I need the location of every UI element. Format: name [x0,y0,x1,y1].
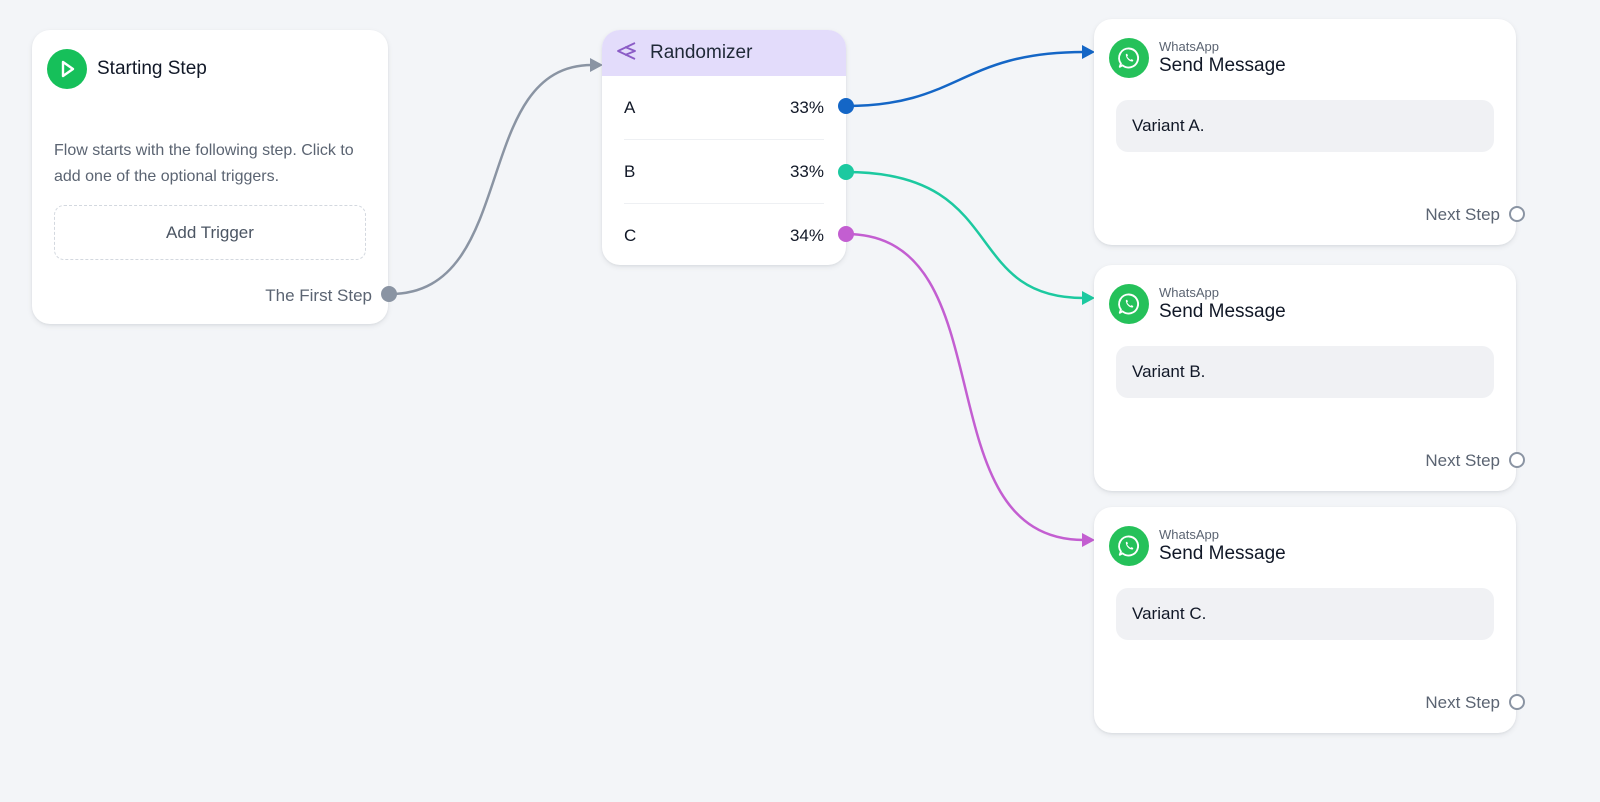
message-c-next-port[interactable] [1509,694,1525,710]
first-step-output-label: The First Step [265,286,372,305]
branch-label: A [624,97,636,117]
start-output-port[interactable] [381,286,397,302]
starting-step-description: Flow starts with the following step. Cli… [54,142,354,185]
branch-percent: 33% [789,161,824,181]
branch-label: B [624,161,636,181]
next-step-label: Next Step [1425,451,1500,470]
message-b-next-port[interactable] [1509,452,1525,468]
message-channel: WhatsApp [1159,39,1219,54]
message-title: Send Message [1159,543,1286,564]
message-a-next-port[interactable] [1509,206,1525,222]
send-message-node-a[interactable]: WhatsApp Send Message Variant A. Next St… [1094,19,1516,245]
add-trigger-button[interactable]: Add Trigger [54,205,366,260]
message-channel: WhatsApp [1159,285,1219,300]
next-step-label: Next Step [1425,205,1500,224]
connector-branch-a [845,50,1085,108]
branch-b-output-port[interactable] [838,164,854,180]
message-title: Send Message [1159,55,1286,76]
whatsapp-icon [1109,284,1149,324]
randomizer-branch-c[interactable]: C 34% [624,204,824,267]
randomizer-branch-b[interactable]: B 33% [624,140,824,204]
starting-step-title: Starting Step [97,58,207,79]
message-title: Send Message [1159,301,1286,322]
message-header: WhatsApp Send Message [1109,38,1286,78]
message-text-box[interactable]: Variant A. [1116,100,1494,152]
play-icon [47,49,87,89]
connector-start-to-randomizer [389,63,593,296]
message-header: WhatsApp Send Message [1109,526,1286,566]
next-step-label: Next Step [1425,693,1500,712]
starting-step-node[interactable]: Starting Step Flow starts with the follo… [32,30,388,324]
whatsapp-icon [1109,38,1149,78]
branch-label: C [624,225,637,245]
randomizer-title: Randomizer [650,42,753,63]
connector-branch-c [845,232,1085,542]
branch-a-output-port[interactable] [838,98,854,114]
randomizer-branch-a[interactable]: A 33% [624,76,824,140]
randomize-icon [613,40,639,67]
message-text-box[interactable]: Variant C. [1116,588,1494,640]
randomizer-node[interactable]: Randomizer A 33% B 33% C 34% [602,30,846,265]
branch-c-output-port[interactable] [838,226,854,242]
starting-step-header: Starting Step [47,49,207,89]
branch-percent: 34% [789,225,824,245]
message-header: WhatsApp Send Message [1109,284,1286,324]
branch-percent: 33% [789,97,824,117]
randomizer-header: Randomizer [602,30,846,76]
send-message-node-c[interactable]: WhatsApp Send Message Variant C. Next St… [1094,507,1516,733]
message-channel: WhatsApp [1159,527,1219,542]
message-text-box[interactable]: Variant B. [1116,346,1494,398]
whatsapp-icon [1109,526,1149,566]
connector-branch-b [845,170,1085,300]
send-message-node-b[interactable]: WhatsApp Send Message Variant B. Next St… [1094,265,1516,491]
